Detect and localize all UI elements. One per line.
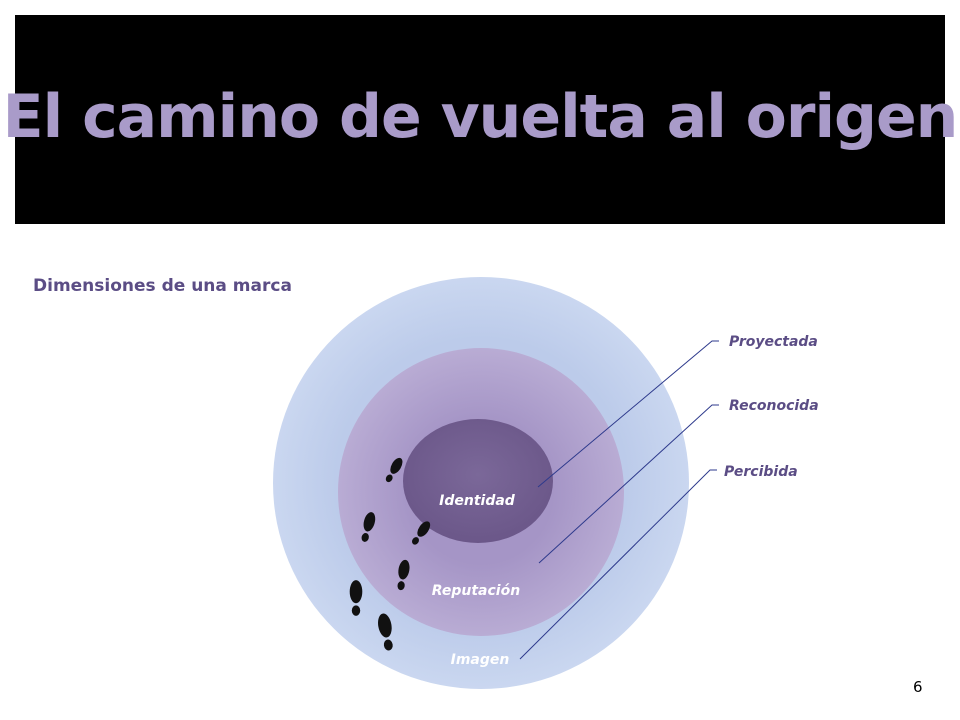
connector-reconocida: [538, 404, 719, 564]
slide-title: El camino de vuelta al origen: [2, 81, 959, 152]
label-imagen: Imagen: [451, 652, 510, 668]
connector-lines: [519, 340, 719, 660]
diagram-subtitle: Dimensiones de una marca: [33, 276, 292, 296]
label-reputacion: Reputación: [432, 583, 520, 599]
callout-reconocida: Reconocida: [729, 398, 819, 414]
connector-proyectada: [537, 340, 719, 488]
inner-ring-identidad: [403, 419, 553, 543]
page-number: 6: [913, 678, 923, 696]
title-banner: El camino de vuelta al origen: [3, 15, 958, 224]
callout-proyectada: Proyectada: [729, 334, 818, 350]
connector-percibida: [519, 469, 717, 660]
callout-percibida: Percibida: [724, 464, 798, 480]
label-identidad: Identidad: [439, 493, 516, 509]
